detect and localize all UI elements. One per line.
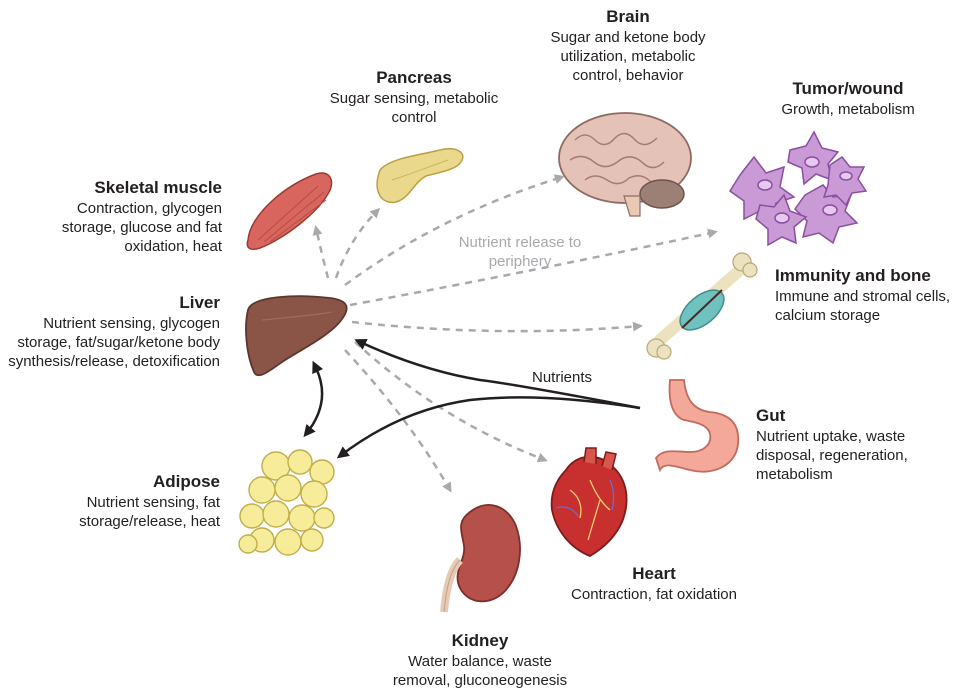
tumor-description: Growth, metabolism [748,100,948,119]
adipose-label: Adipose Nutrient sensing, fat storage/re… [46,471,220,531]
kidney-description: Water balance, waste removal, gluconeoge… [365,652,595,690]
kidney-title: Kidney [365,630,595,652]
pancreas-label: Pancreas Sugar sensing, metabolic contro… [316,67,512,127]
muscle-title: Skeletal muscle [20,177,222,199]
adipose-icon [239,450,334,555]
immunity-title: Immunity and bone [775,265,961,287]
liver-icon [246,296,347,375]
heart-label: Heart Contraction, fat oxidation [548,563,760,604]
muscle-label: Skeletal muscle Contraction, glycogen st… [20,177,222,256]
muscle-description: Contraction, glycogen storage, glucose a… [20,199,222,256]
heart-icon [552,448,627,556]
kidney-icon [444,505,520,612]
pancreas-icon [377,149,463,203]
nutrients-annotation: Nutrients [532,368,592,387]
liver-label: Liver Nutrient sensing, glycogen storage… [4,292,220,371]
arrow-liver-to-muscle [316,228,328,278]
bone-icon [647,253,757,359]
liver-description: Nutrient sensing, glycogen storage, fat/… [4,314,220,371]
arrow-liver-adipose [306,368,322,434]
gut-title: Gut [756,405,936,427]
brain-title: Brain [508,6,748,28]
brain-label: Brain Sugar and ketone body utilization,… [508,6,748,85]
tumor-title: Tumor/wound [748,78,948,100]
tumor-label: Tumor/wound Growth, metabolism [748,78,948,119]
gut-description: Nutrient uptake, waste disposal, regener… [756,427,936,484]
arrow-liver-to-heart [355,342,545,460]
kidney-label: Kidney Water balance, waste removal, glu… [365,630,595,690]
arrow-liver-to-bone [352,322,640,331]
liver-title: Liver [4,292,220,314]
heart-description: Contraction, fat oxidation [548,585,760,604]
gut-label: Gut Nutrient uptake, waste disposal, reg… [756,405,936,484]
brain-description: Sugar and ketone body utilization, metab… [508,28,748,85]
stomach-icon [656,380,738,472]
adipose-description: Nutrient sensing, fat storage/release, h… [46,493,220,531]
brain-icon [559,113,691,216]
nutrient-release-annotation: Nutrient release to periphery [450,233,590,271]
immunity-description: Immune and stromal cells, calcium storag… [775,287,961,325]
pancreas-description: Sugar sensing, metabolic control [316,89,512,127]
adipose-title: Adipose [46,471,220,493]
dashed-arrows [316,177,715,490]
pancreas-title: Pancreas [316,67,512,89]
arrow-gut-to-adipose [340,397,640,456]
tumor-cells-icon [730,132,866,245]
heart-title: Heart [548,563,760,585]
immunity-label: Immunity and bone Immune and stromal cel… [775,265,961,325]
solid-arrows [306,341,640,456]
